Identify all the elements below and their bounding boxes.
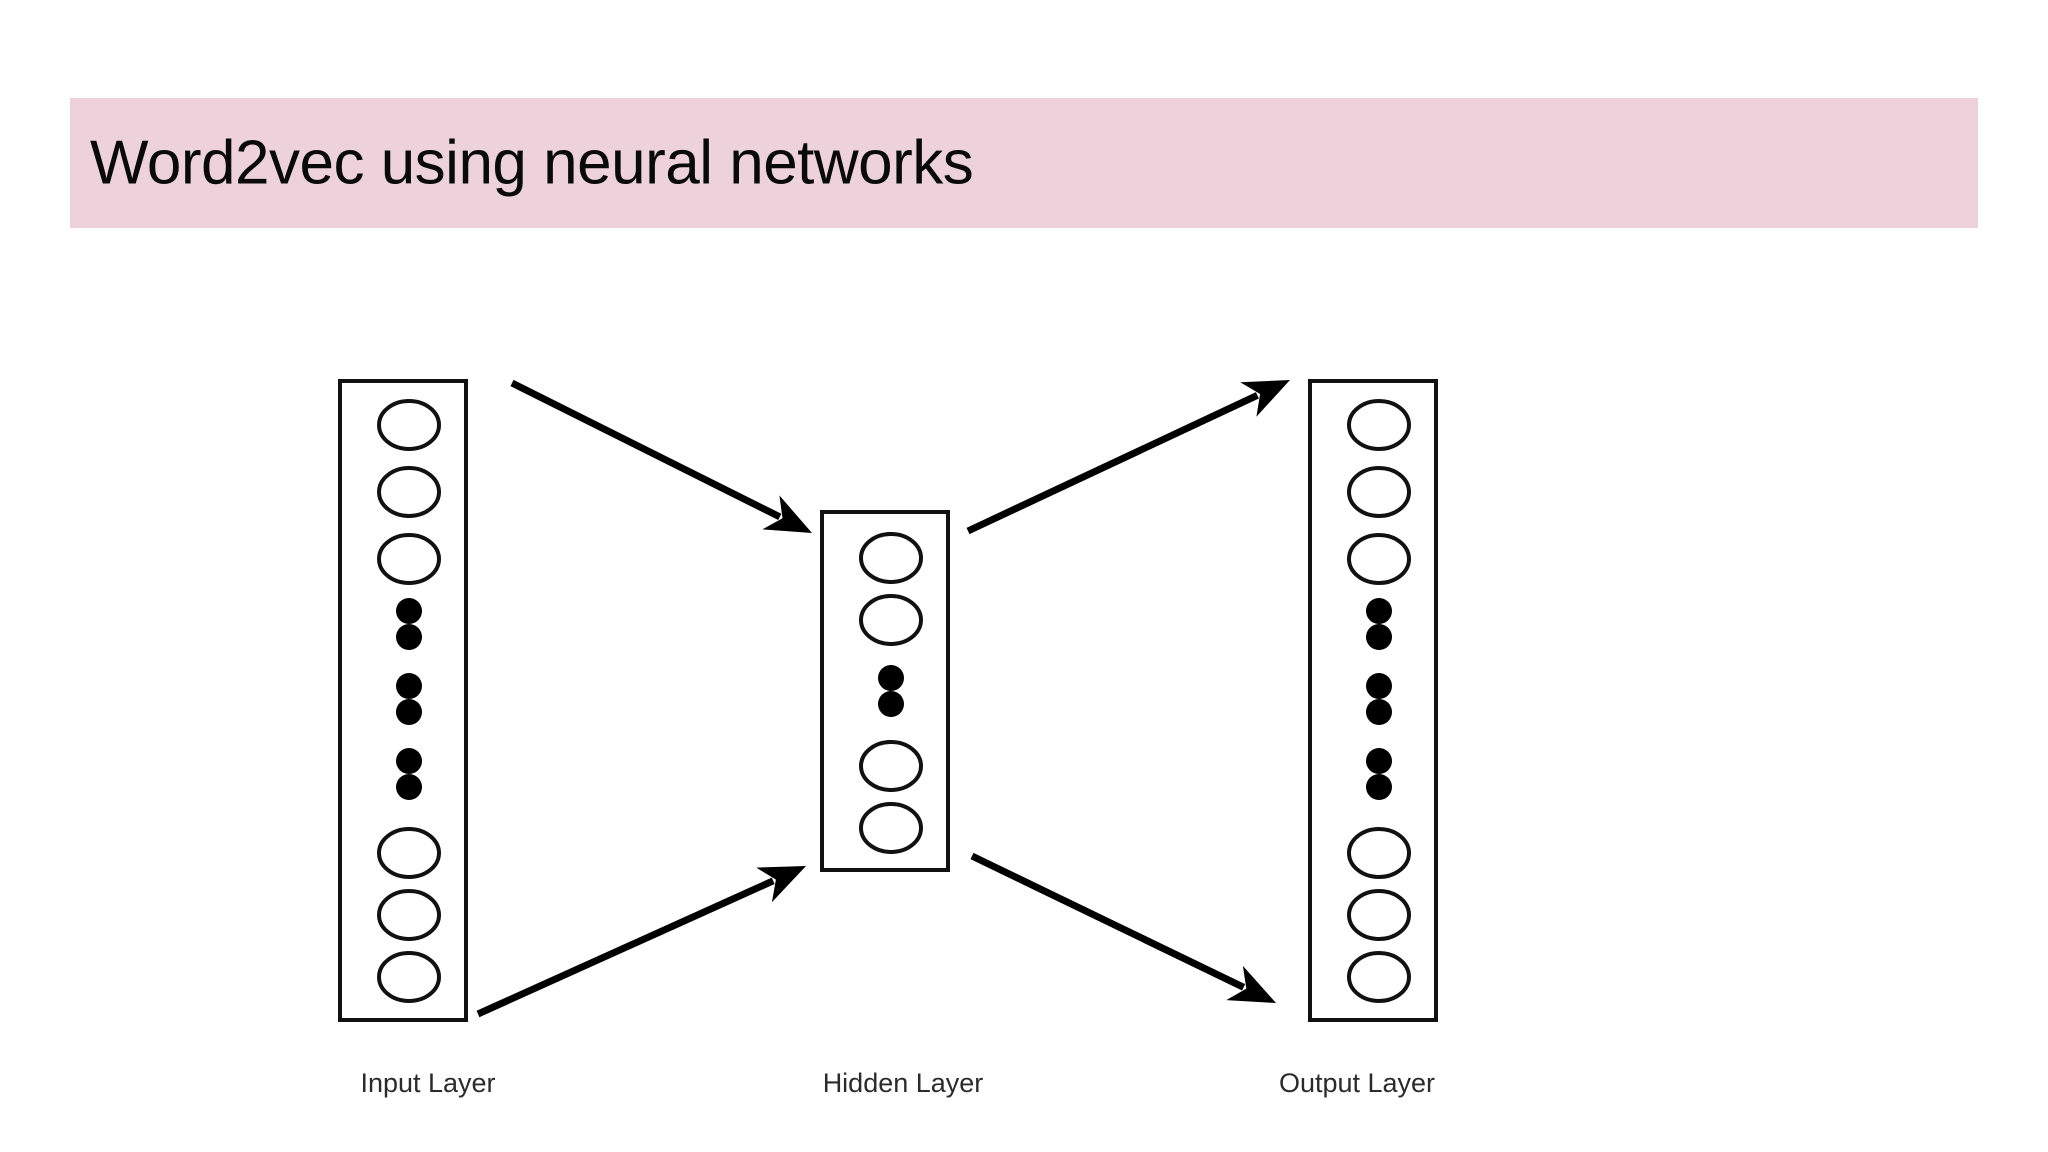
layer-caption-input: Input Layer — [360, 1068, 495, 1098]
ellipsis-dot-output-4 — [1366, 624, 1392, 650]
ellipsis-dot-output-6 — [1366, 699, 1392, 725]
connector-line-input-to-hidden-top — [510, 379, 782, 521]
connector-group — [476, 379, 1290, 1018]
neuron-node-hidden-1 — [859, 594, 923, 646]
connector-line-hidden-to-output-top — [966, 392, 1259, 535]
ellipsis-dot-output-5 — [1366, 673, 1392, 699]
neuron-node-hidden-0 — [859, 532, 923, 584]
ellipsis-dot-hidden-2 — [878, 665, 904, 691]
neuron-node-output-10 — [1347, 889, 1411, 941]
neuron-node-input-10 — [377, 889, 441, 941]
ellipsis-dot-output-8 — [1366, 774, 1392, 800]
arrow-head-input-to-hidden-top — [762, 495, 812, 533]
page-title: Word2vec using neural networks — [90, 128, 974, 198]
arrow-head-hidden-to-output-top — [1240, 380, 1290, 417]
ellipsis-dot-input-5 — [396, 673, 422, 699]
ellipsis-dot-input-8 — [396, 774, 422, 800]
connector-input-to-hidden-bottom — [476, 866, 806, 1018]
neuron-node-input-11 — [377, 951, 441, 1003]
layer-group — [338, 379, 1438, 1022]
neuron-node-output-9 — [1347, 827, 1411, 879]
neuron-node-hidden-4 — [859, 740, 923, 792]
connector-line-input-to-hidden-bottom — [476, 877, 775, 1018]
ellipsis-dot-output-7 — [1366, 748, 1392, 774]
neuron-node-input-1 — [377, 466, 441, 518]
neuron-node-output-2 — [1347, 533, 1411, 585]
neuron-node-input-2 — [377, 533, 441, 585]
layer-hidden — [820, 510, 950, 872]
neuron-node-output-11 — [1347, 951, 1411, 1003]
layer-input — [338, 379, 468, 1022]
layer-caption-hidden: Hidden Layer — [823, 1068, 984, 1098]
connector-hidden-to-output-top — [966, 380, 1290, 535]
connector-line-hidden-to-output-bottom — [970, 852, 1246, 991]
layer-caption-output: Output Layer — [1279, 1068, 1435, 1098]
neuron-node-input-0 — [377, 399, 441, 451]
title-banner: Word2vec using neural networks — [70, 98, 1978, 228]
connector-input-to-hidden-top — [510, 379, 812, 533]
neuron-node-input-9 — [377, 827, 441, 879]
ellipsis-dot-hidden-3 — [878, 691, 904, 717]
neuron-node-output-0 — [1347, 399, 1411, 451]
ellipsis-dot-input-4 — [396, 624, 422, 650]
neuron-node-output-1 — [1347, 466, 1411, 518]
connector-hidden-to-output-bottom — [970, 852, 1276, 1003]
ellipsis-dot-input-7 — [396, 748, 422, 774]
arrow-head-hidden-to-output-bottom — [1226, 965, 1276, 1003]
ellipsis-dot-output-3 — [1366, 598, 1392, 624]
ellipsis-dot-input-6 — [396, 699, 422, 725]
neuron-node-hidden-5 — [859, 802, 923, 854]
caption-group: Input Layer Hidden Layer Output Layer — [360, 1068, 1435, 1098]
layer-output — [1308, 379, 1438, 1022]
arrow-head-input-to-hidden-bottom — [756, 866, 806, 903]
ellipsis-dot-input-3 — [396, 598, 422, 624]
